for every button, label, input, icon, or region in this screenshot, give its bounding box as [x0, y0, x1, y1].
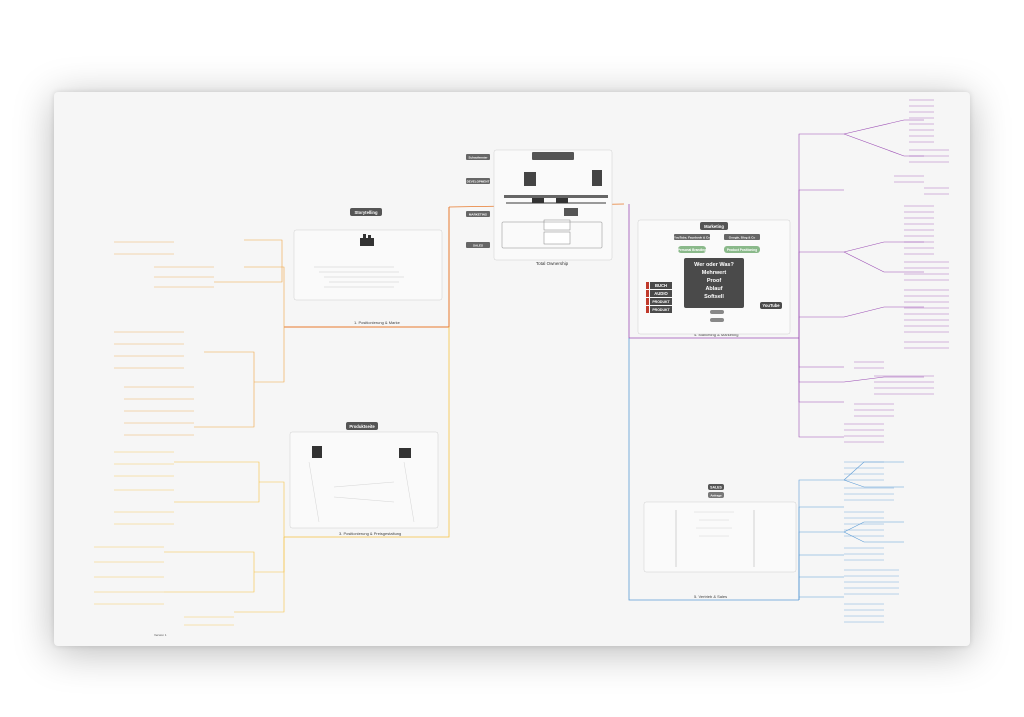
trunk-left-mid — [284, 327, 450, 538]
media-2: PRODUKT — [652, 300, 670, 304]
media-stack: BUCH AUDIO PRODUKT PRODUKT — [646, 282, 672, 313]
branch-label-5: 5. Vertrieb & Sales — [694, 594, 727, 599]
panel-title-storytelling: Storytelling — [354, 210, 377, 215]
youtube-label: YouTube — [762, 303, 780, 308]
right-leaf-entries — [844, 99, 949, 623]
blue-branch-lines — [798, 461, 904, 600]
marketing-panel: Marketing YouTube, Facebook & Co Google,… — [637, 219, 791, 335]
produktseite-panel: Produktseite — [289, 422, 439, 529]
sales-subtitle: Anfrage — [710, 494, 722, 498]
stage-label-0: Schaufenster — [468, 156, 488, 160]
channel-1: Google, Blog & Co — [729, 235, 756, 239]
sales-title: SALES — [710, 486, 722, 490]
media-0: BUCH — [655, 283, 667, 288]
stage-label-3: SALES — [473, 244, 483, 248]
marketing-title: Marketing — [704, 224, 724, 229]
panel-title-produktseite: Produktseite — [349, 424, 375, 429]
branch-label-1: 1. Positionierung & Marke — [354, 320, 401, 325]
core-item-0: Wer oder Was? — [694, 262, 734, 268]
channel-0: YouTube, Facebook & Co — [674, 235, 710, 239]
purple-branch-lines — [798, 119, 924, 438]
core-item-1: Mehrwert — [702, 270, 727, 276]
stage-label-1: DEVELOPMENT — [467, 180, 490, 184]
core-item-4: Softsell — [704, 294, 724, 300]
core-item-3: Ablauf — [705, 286, 722, 292]
footer-note: Version 1 — [154, 633, 167, 637]
stage-label-2: MARKETING — [469, 213, 488, 217]
storytelling-panel: Storytelling — [293, 208, 443, 301]
core-item-2: Proof — [707, 278, 722, 284]
branch-label-4: 4. Marketing & Marketing — [694, 332, 738, 337]
media-3: PRODUKT — [652, 308, 670, 312]
orange-branch-lines — [194, 239, 285, 428]
stage-labels: Schaufenster DEVELOPMENT MARKETING SALES — [466, 154, 490, 248]
sales-panel: SALES Anfrage — [643, 484, 797, 573]
branch-label-3: 3. Positionierung & Preisgestaltung — [339, 531, 401, 536]
media-1: AUDIO — [654, 291, 668, 296]
green-tag-1: Product Positioning — [727, 248, 757, 252]
mindmap-diagram: 1. Positionierung & Marke 3. Positionier… — [94, 99, 949, 637]
core-box — [684, 258, 744, 308]
yellow-branch-lines — [164, 461, 285, 613]
trunk-right-blue — [628, 338, 799, 601]
central-title: Total Ownership — [536, 261, 569, 266]
mindmap-canvas[interactable]: 1. Positionierung & Marke 3. Positionier… — [54, 92, 970, 646]
left-leaf-entries — [94, 241, 234, 626]
green-tag-0: Personal Branding — [678, 248, 706, 252]
total-ownership-diagram: Total Ownership Schaufenster DEVELOPMENT… — [466, 149, 613, 266]
